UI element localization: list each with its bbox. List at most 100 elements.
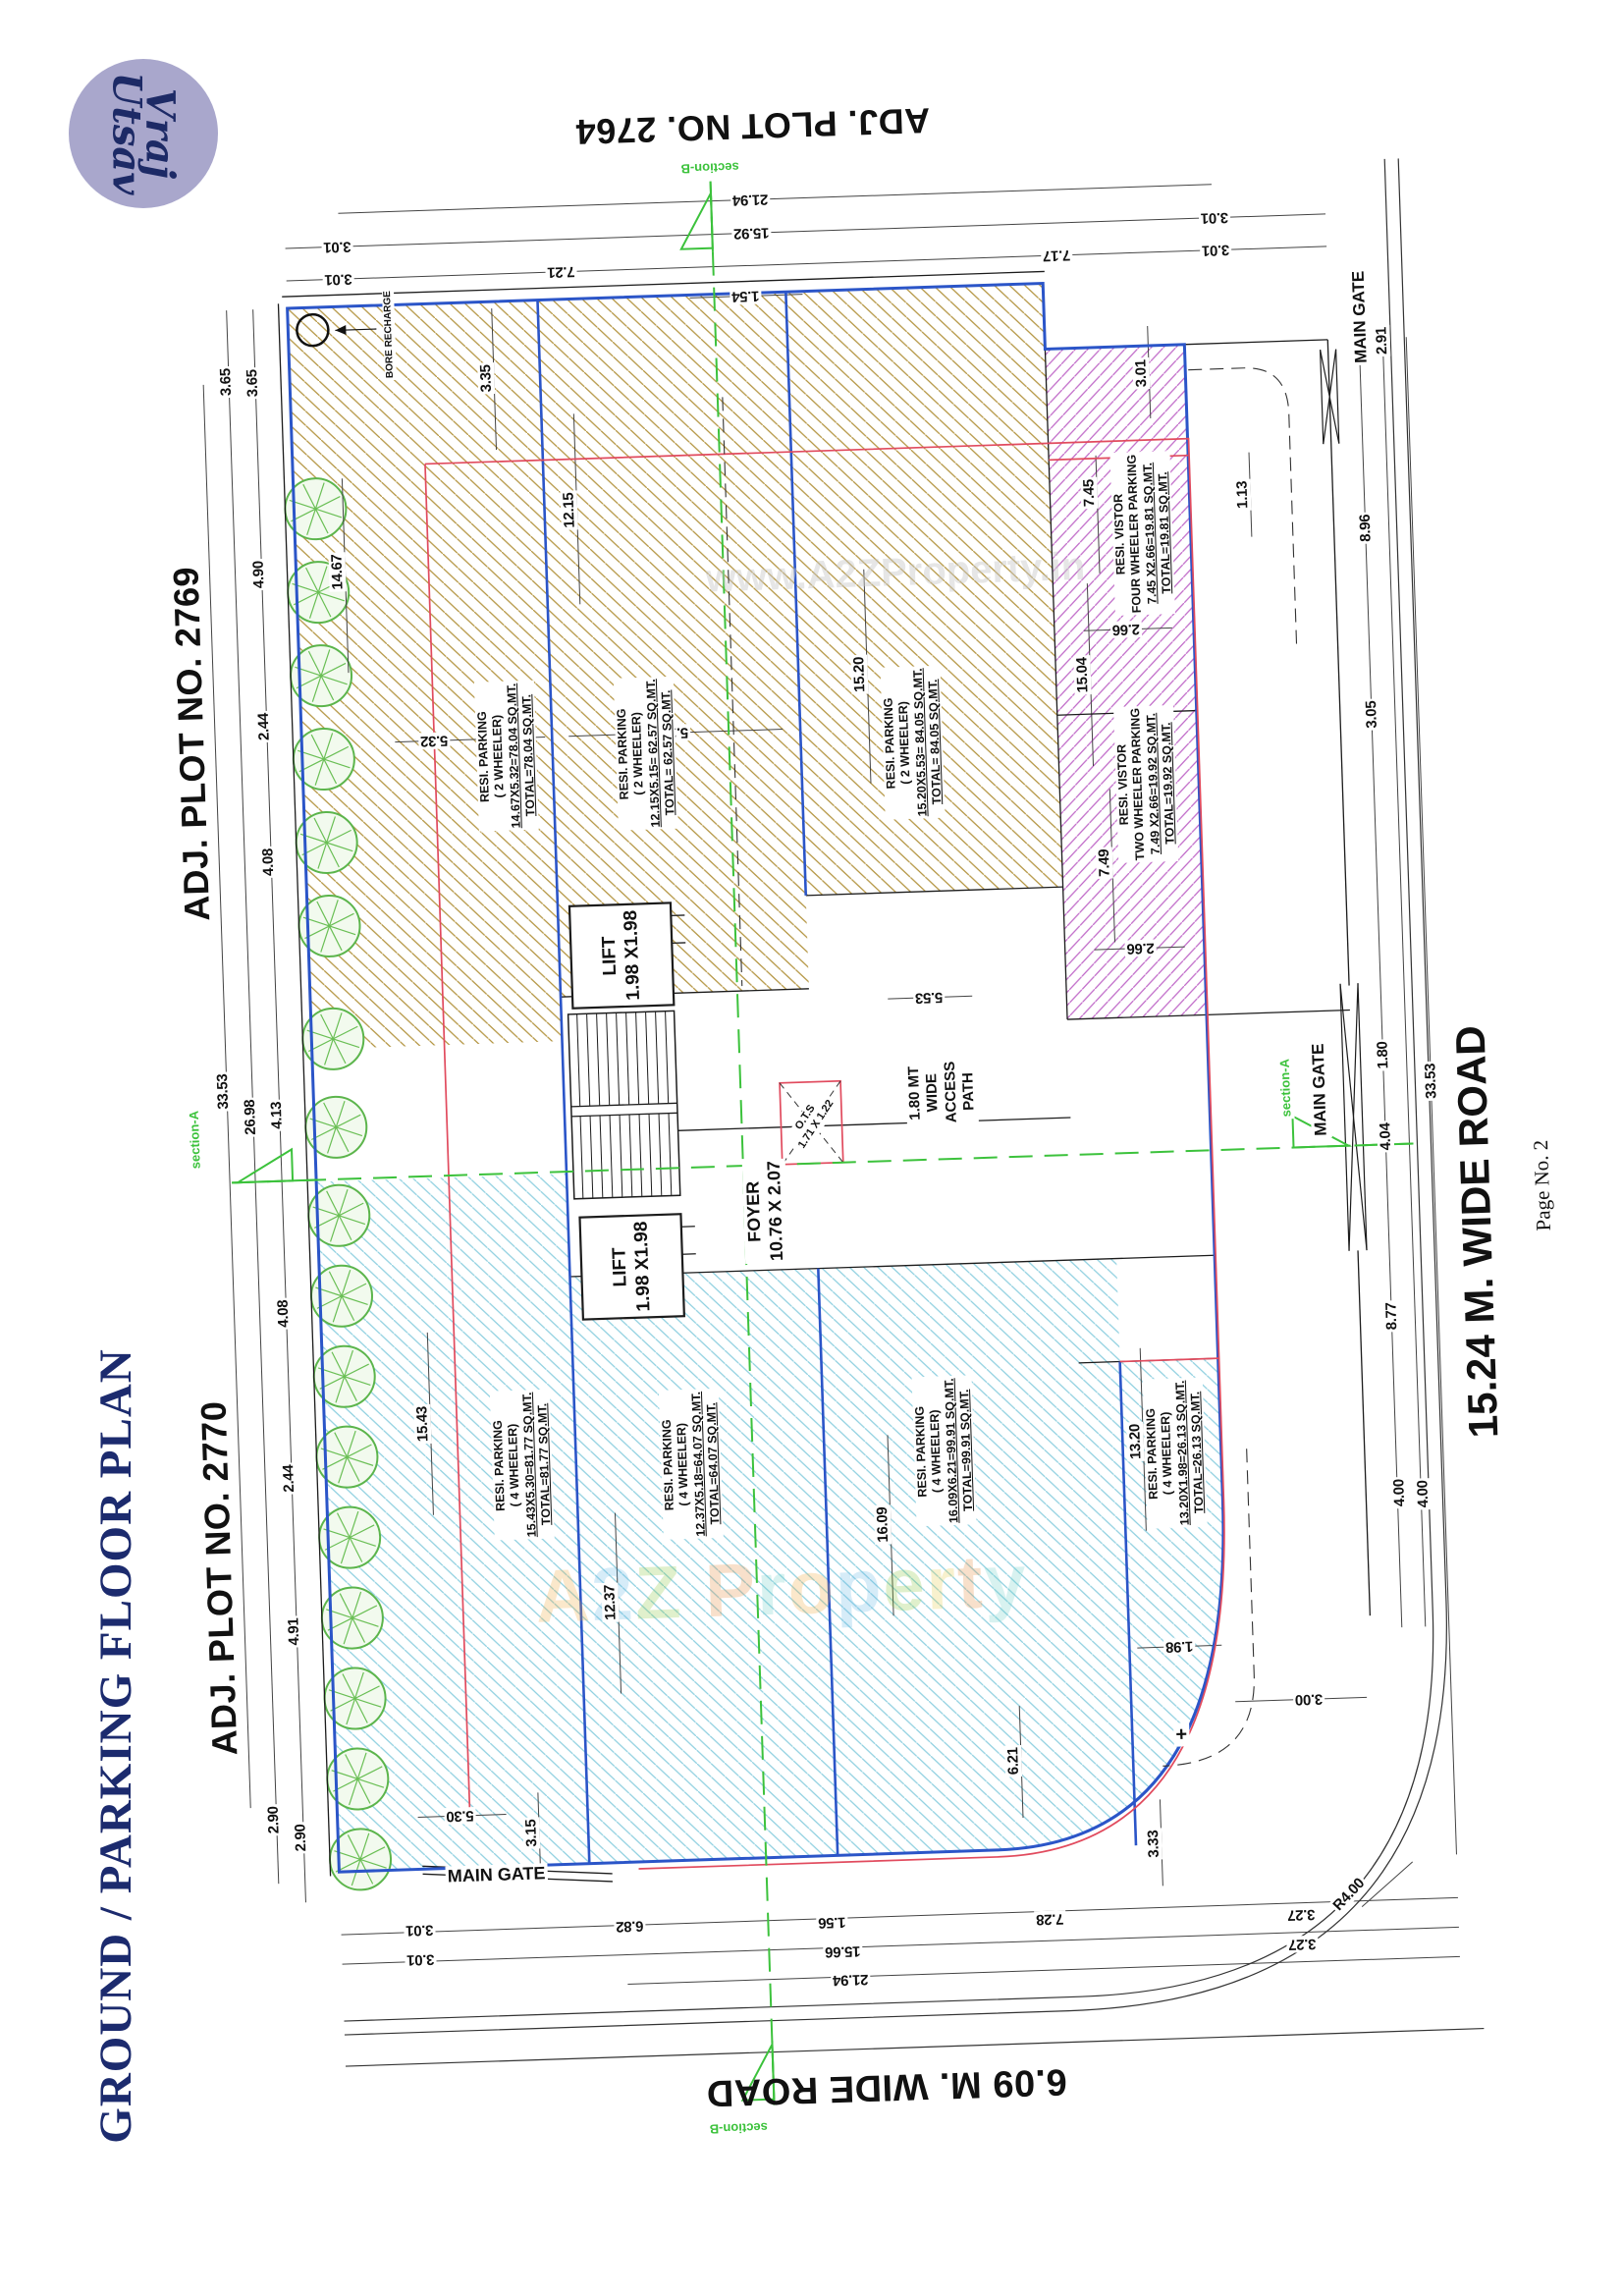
dimension-label: 16.09 [873, 1504, 892, 1545]
dimension-label: 26.98 [241, 1097, 260, 1138]
region-label-resi-parking-2w-2: RESI. PARKING( 2 WHEELER)12.15X5.15= 62.… [613, 676, 678, 831]
dimension-label: 4.00 [1414, 1478, 1433, 1510]
dimension-label: 3.01 [1198, 208, 1231, 227]
dimension-label: 3.05 [1362, 698, 1380, 731]
dimension-label: 4.13 [267, 1099, 286, 1132]
dimension-label: 1.98 [1163, 1637, 1196, 1656]
dimension-label: 33.53 [213, 1071, 233, 1112]
staircase [567, 1010, 681, 1200]
dimension-label: 5.53 [912, 988, 946, 1007]
dimension-label: 15.20 [850, 654, 869, 695]
dimension-label: 6.21 [1004, 1745, 1023, 1777]
dimension-label: 8.77 [1382, 1300, 1401, 1333]
region-label-resi-parking-2w-1: RESI. PARKING( 2 WHEELER)14.67X5.32=78.0… [473, 681, 539, 832]
dimension-label: 12.37 [601, 1582, 620, 1623]
tree-icon [329, 1828, 393, 1891]
dimension-label: 15.04 [1073, 655, 1092, 695]
dimension-label: 7.45 [1080, 476, 1099, 510]
dimension-label: 14.67 [328, 552, 347, 592]
dimension-label: 4.08 [274, 1297, 293, 1330]
gate-symbols [1319, 349, 1368, 1251]
dimension-label: 2.44 [280, 1462, 298, 1495]
tree-icon [323, 1667, 387, 1730]
dimension-label: 2.90 [264, 1804, 283, 1836]
dimension-label: 4.08 [259, 846, 278, 879]
dimension-label: 3.01 [404, 1921, 436, 1940]
tree-icon [318, 1505, 382, 1569]
dimension-label: 4.90 [249, 558, 268, 591]
region-label-resi-parking-4w-1: RESI. PARKING( 4 WHEELER)15.43X5.30=81.7… [489, 1389, 555, 1541]
dimension-label: 3.27 [1286, 1935, 1319, 1953]
dimension-label: 2.66 [1109, 620, 1143, 638]
dimension-label: 15.92 [731, 224, 772, 243]
dimension-label: 4.91 [285, 1615, 303, 1648]
tree-icon [312, 1344, 376, 1408]
dimension-label: 1.80 [1374, 1039, 1392, 1071]
dimension-label: 3.01 [1132, 356, 1151, 390]
dimension-label: 12.15 [560, 490, 578, 530]
dimension-label: 5.30 [444, 1807, 476, 1826]
dimension-label: 4.04 [1377, 1121, 1395, 1153]
dimension-label: 2.91 [1373, 324, 1391, 357]
section-a-left-label: section-A [186, 1108, 204, 1172]
dimension-label: 3.01 [321, 238, 353, 256]
dimension-label: 7.28 [1034, 1910, 1066, 1929]
dimension-label: 2.44 [254, 710, 273, 743]
dimension-label: 21.94 [730, 191, 771, 209]
tree-icon [320, 1586, 384, 1650]
plus-mark-label: + [1173, 1722, 1190, 1748]
dimension-label: 7.49 [1095, 847, 1113, 880]
dimension-label: 3.00 [1292, 1690, 1325, 1709]
dimension-label: 1.13 [1233, 478, 1252, 512]
region-label-resi-parking-4w-4: RESI. PARKING( 4 WHEELER)13.20X1.98=26.1… [1142, 1377, 1208, 1529]
dimension-label: 3.01 [322, 270, 354, 289]
dimension-label: 2.66 [1124, 939, 1157, 957]
floor-plan-drawing [202, 158, 1485, 2105]
section-b-bottom-label: section-B [707, 2118, 771, 2137]
section-a-right-label: section-A [1276, 1056, 1295, 1120]
dimension-label: 4.00 [1390, 1476, 1409, 1509]
dimension-label: 3.35 [477, 362, 496, 395]
dimension-label: 8.96 [1356, 512, 1375, 545]
dimension-label: 3.33 [1144, 1828, 1162, 1860]
region-label-resi-parking-4w-2: RESI. PARKING( 4 WHEELER)12.37X5.18=64.0… [658, 1389, 724, 1540]
dimension-label: 3.15 [522, 1817, 541, 1849]
tree-icon [315, 1425, 379, 1489]
dimension-label: 3.01 [1199, 241, 1232, 259]
dashed-details [722, 367, 1298, 1767]
section-b-top-label: section-B [678, 158, 741, 177]
dimension-label: 1.56 [816, 1913, 848, 1932]
main-gate-top-right-label: MAIN GATE [1348, 268, 1373, 366]
dimension-label: 2.90 [292, 1822, 310, 1854]
dimension-label: 13.20 [1126, 1421, 1145, 1462]
dimension-label: 3.01 [405, 1950, 437, 1969]
dimension-label: 33.53 [1422, 1061, 1440, 1102]
page-number: Page No. 2 [1528, 1139, 1555, 1231]
tree-row [284, 477, 393, 1891]
dimension-label: 7.17 [1040, 246, 1073, 265]
hatch-zones [287, 278, 1234, 1873]
region-label-resi-parking-4w-3: RESI. PARKING( 4 WHEELER)16.09X6.21=99.9… [911, 1375, 977, 1527]
dimension-label: 3.27 [1285, 1905, 1318, 1924]
dimension-label: 3.65 [217, 365, 236, 399]
tree-icon [290, 644, 353, 708]
dimension-label: 7.21 [545, 262, 577, 281]
floor-plan-sheet: ADJ. PLOT NO. 2764 ADJ. PLOT NO. 2769 AD… [132, 17, 1595, 2203]
dimension-label: 15.43 [413, 1403, 432, 1445]
dimension-label: 6.82 [614, 1917, 646, 1936]
page-title: GROUND / PARKING FLOOR PLAN [90, 1348, 141, 2144]
bore-recharge-symbol [296, 312, 377, 348]
region-label-resi-parking-2w-3: RESI. PARKING( 2 WHEELER)15.20X5.53= 84.… [880, 665, 946, 820]
dimension-label: 15.66 [823, 1942, 863, 1961]
dimension-label: 3.65 [243, 366, 262, 400]
dimension-label: 21.94 [831, 1970, 871, 1990]
main-gate-center-right-label: MAIN GATE [1308, 1041, 1332, 1138]
vraj-utsav-logo: Vraj Utsav [69, 59, 218, 208]
dimension-label: 5.32 [418, 732, 451, 750]
